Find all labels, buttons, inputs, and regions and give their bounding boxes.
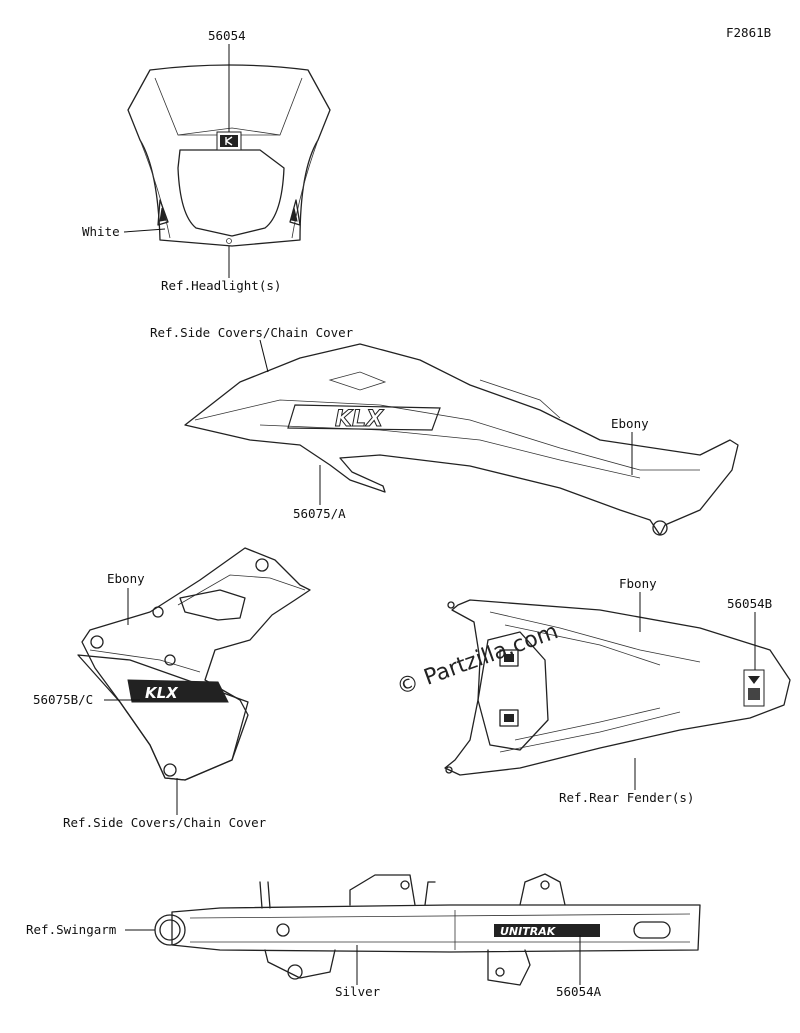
label-ebony-left: Ebony: [107, 571, 145, 586]
label-ebony-side: Ebony: [611, 416, 649, 431]
figure-code: F2861B: [726, 25, 771, 40]
swingarm: UNITRAK: [154, 873, 701, 986]
label-ref-headlight: Ref.Headlight(s): [161, 278, 281, 293]
leader-white: [123, 228, 166, 233]
klx-side-logo: [287, 404, 441, 431]
leader-ref-side-top: [259, 339, 269, 373]
label-white: White: [82, 224, 120, 239]
label-56075-a: 56075/A: [293, 506, 346, 521]
label-56075-bc: 56075B/C: [33, 692, 93, 707]
label-ref-side-covers-bottom: Ref.Side Covers/Chain Cover: [63, 815, 267, 830]
label-ref-rear-fender: Ref.Rear Fender(s): [559, 790, 694, 805]
label-ref-side-covers-top: Ref.Side Covers/Chain Cover: [150, 325, 354, 340]
label-56054-b: 56054B: [727, 596, 772, 611]
rear-fender: [444, 599, 791, 776]
side-cover-decal: KLX: [184, 343, 739, 536]
label-56054-a: 56054A: [556, 984, 602, 999]
label-ref-swingarm: Ref.Swingarm: [26, 922, 116, 937]
watermark: © Partzilla.com: [394, 619, 562, 701]
klx-side-logo-text: KLX: [335, 407, 384, 432]
label-56054: 56054: [208, 28, 246, 43]
label-ebony-fender: Fbony: [619, 576, 657, 591]
shroud-decal: KLX: [77, 547, 311, 781]
headlight-cowl: [127, 64, 331, 247]
unitrak-logo-text: UNITRAK: [500, 925, 557, 938]
label-silver: Silver: [335, 984, 381, 999]
klx-shroud-logo-text: KLX: [145, 684, 179, 702]
